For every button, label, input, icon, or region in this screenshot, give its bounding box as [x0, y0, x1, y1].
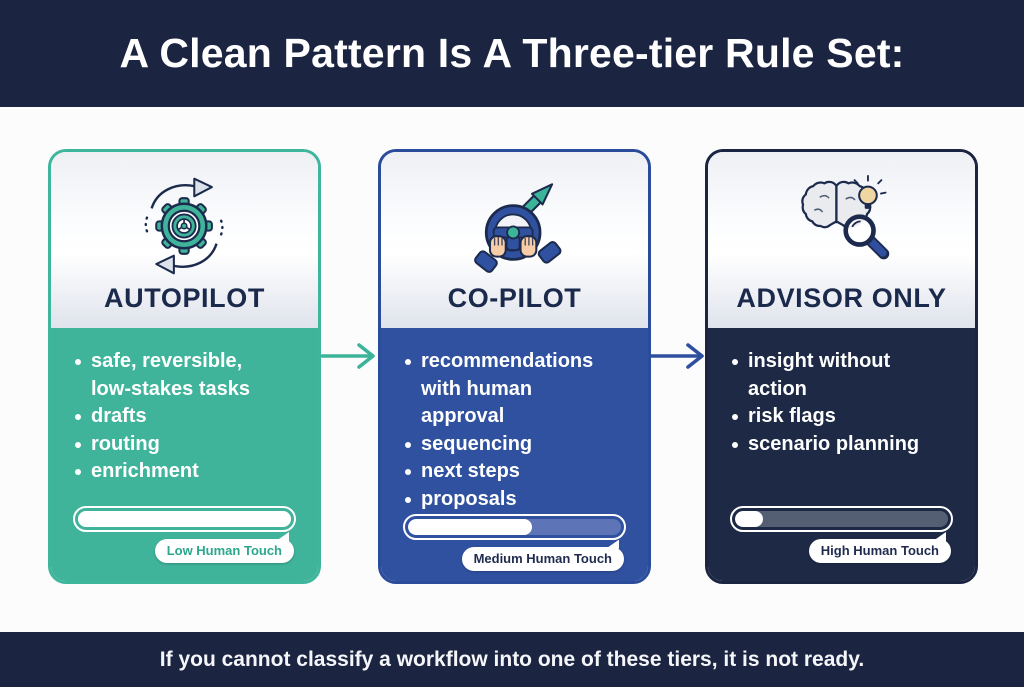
badge-label: Low Human Touch	[166, 543, 282, 558]
meter-fill	[735, 511, 763, 527]
meter-track	[78, 511, 291, 527]
page-title: A Clean Pattern Is A Three-tier Rule Set…	[119, 30, 905, 76]
bottom-banner: If you cannot classify a workflow into o…	[0, 632, 1024, 687]
card-co-pilot: CO-PILOT recommendations with human appr…	[378, 149, 651, 584]
human-touch-meter	[73, 506, 296, 532]
human-touch-badge: Medium Human Touch	[461, 539, 624, 571]
flow-arrow-right-icon	[320, 338, 378, 374]
card-co-pilot-bullet-list: recommendations with human approval sequ…	[403, 348, 626, 514]
bullet-item: proposals	[403, 486, 605, 514]
card-advisor-only-bullet-list: insight without action risk flags scenar…	[730, 348, 953, 458]
steering-wheel-hands-growth-arrow-icon	[456, 173, 574, 279]
card-autopilot-body: safe, reversible, low-stakes tasks draft…	[51, 328, 318, 581]
bullet-item: sequencing	[403, 431, 605, 459]
card-co-pilot-header: CO-PILOT	[381, 152, 648, 328]
bullet-item: insight without action	[730, 348, 932, 403]
card-advisor-only: ADVISOR ONLY insight without action risk…	[705, 149, 978, 584]
bullet-item: routing	[73, 431, 275, 459]
human-touch-meter	[730, 506, 953, 532]
bullet-item: next steps	[403, 458, 605, 486]
card-advisor-only-header: ADVISOR ONLY	[708, 152, 975, 328]
card-co-pilot-title: CO-PILOT	[447, 283, 582, 313]
card-co-pilot-body: recommendations with human approval sequ…	[381, 328, 648, 581]
badge-label: Medium Human Touch	[473, 550, 612, 566]
gear-cycle-steering-wheel-icon	[126, 173, 244, 279]
footer-text: If you cannot classify a workflow into o…	[159, 647, 865, 671]
human-touch-meter	[403, 513, 626, 540]
card-autopilot-title: AUTOPILOT	[104, 283, 265, 313]
bullet-item: scenario planning	[730, 431, 932, 459]
bullet-item: recommendations with human approval	[403, 348, 605, 431]
badge-tail	[933, 532, 946, 541]
card-advisor-only-title: ADVISOR ONLY	[736, 283, 947, 313]
bullet-item: safe, reversible, low-stakes tasks	[73, 348, 275, 403]
human-touch-badge: High Human Touch	[808, 532, 951, 563]
badge-tail	[606, 539, 619, 549]
bullet-item: drafts	[73, 403, 275, 431]
bullet-item: risk flags	[730, 403, 932, 431]
meter-track	[408, 518, 621, 535]
human-touch-badge: Low Human Touch	[154, 532, 294, 563]
card-autopilot-bullet-list: safe, reversible, low-stakes tasks draft…	[73, 348, 296, 486]
badge-tail	[276, 532, 289, 541]
top-banner: A Clean Pattern Is A Three-tier Rule Set…	[0, 0, 1024, 107]
meter-fill	[408, 518, 532, 535]
flow-arrow-right-icon	[649, 338, 707, 374]
card-autopilot: AUTOPILOT safe, reversible, low-stakes t…	[48, 149, 321, 584]
meter-track	[735, 511, 948, 527]
meter-fill	[78, 511, 291, 527]
card-advisor-only-body: insight without action risk flags scenar…	[708, 328, 975, 581]
brain-magnifier-lightbulb-icon	[783, 173, 901, 279]
badge-label: High Human Touch	[820, 543, 939, 558]
card-autopilot-header: AUTOPILOT	[51, 152, 318, 328]
bullet-item: enrichment	[73, 458, 275, 486]
